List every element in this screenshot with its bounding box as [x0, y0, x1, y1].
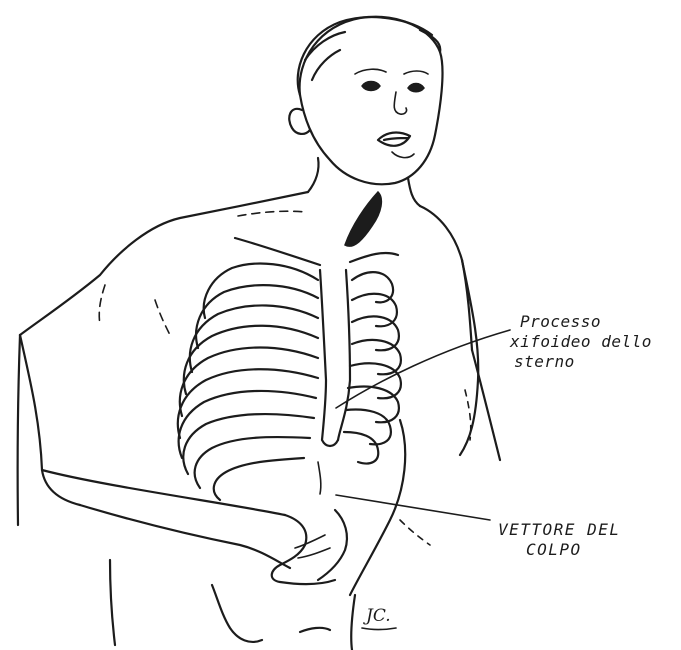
waist-right	[351, 595, 355, 650]
sternum-right	[338, 270, 350, 440]
left-eye	[362, 82, 380, 91]
forearm-lower	[80, 505, 290, 568]
signature-underline	[362, 628, 396, 630]
brows	[355, 69, 428, 74]
blow-vector-label: VETTORE DEL COLPO	[498, 520, 620, 560]
clavicle-right	[350, 253, 398, 262]
throat-mark	[345, 192, 381, 246]
forearm-upper	[42, 470, 285, 515]
belt-curve	[212, 585, 262, 642]
clavicle-left	[235, 238, 320, 265]
shirt-dash-5	[400, 520, 430, 545]
left-arm-inner	[20, 335, 80, 505]
shirt-dash-3	[155, 300, 170, 335]
waist-left	[110, 560, 115, 645]
blow-vector-label-line2: COLPO	[526, 540, 620, 560]
navel-mark	[318, 462, 321, 494]
blow-vector-label-line1: VETTORE DEL	[498, 520, 620, 540]
left-ribs	[178, 264, 318, 500]
right-ribs	[344, 272, 401, 463]
right-eye	[408, 84, 424, 92]
nose	[394, 92, 406, 114]
xiphoid-label-line3: sterno	[514, 352, 652, 372]
sternum	[320, 270, 338, 446]
neck-right	[408, 178, 420, 206]
artist-signature: JC.	[366, 606, 391, 626]
shirt-dash-1	[238, 211, 305, 216]
xiphoid-label-line1: Processo	[520, 312, 652, 332]
mouth	[378, 133, 410, 146]
shirt-dash-2	[99, 285, 105, 325]
xiphoid-label-line2: xifoideo dello	[510, 332, 652, 352]
left-arm-outer	[18, 335, 20, 525]
right-arm	[460, 260, 478, 455]
fingers	[295, 535, 330, 558]
chin-bandage	[392, 152, 414, 158]
blow-vector-line	[336, 495, 490, 520]
hand-right	[318, 510, 347, 580]
belt-curve-2	[300, 628, 330, 632]
right-shoulder	[420, 206, 472, 350]
neck-left	[308, 158, 319, 192]
xiphoid-label: Processo xifoideo dello sterno	[520, 312, 652, 372]
